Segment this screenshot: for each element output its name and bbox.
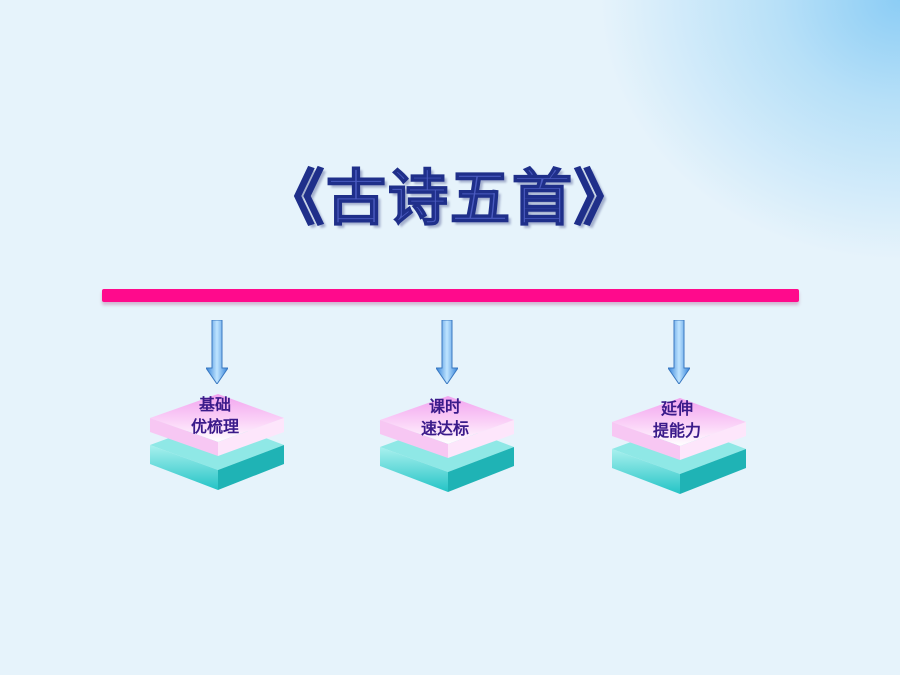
- module-label: 基础 优梳理: [190, 395, 239, 436]
- module-label: 课时 速达标: [420, 397, 469, 438]
- layer-stack-icon: [150, 394, 284, 490]
- module-tile-extend[interactable]: 延伸 提能力: [610, 394, 750, 504]
- layer-stack-icon: [380, 396, 514, 492]
- down-arrow-icon: [436, 320, 458, 384]
- page-title: 《古诗五首》: [263, 163, 636, 235]
- module-label: 延伸 提能力: [652, 399, 701, 440]
- layer-stack-icon: [612, 398, 746, 494]
- module-tile-lesson[interactable]: 课时 速达标: [378, 392, 518, 502]
- divider-bar: [102, 289, 799, 302]
- module-tile-basic[interactable]: 基础 优梳理: [148, 390, 288, 500]
- down-arrow-icon: [668, 320, 690, 384]
- down-arrow-icon: [206, 320, 228, 384]
